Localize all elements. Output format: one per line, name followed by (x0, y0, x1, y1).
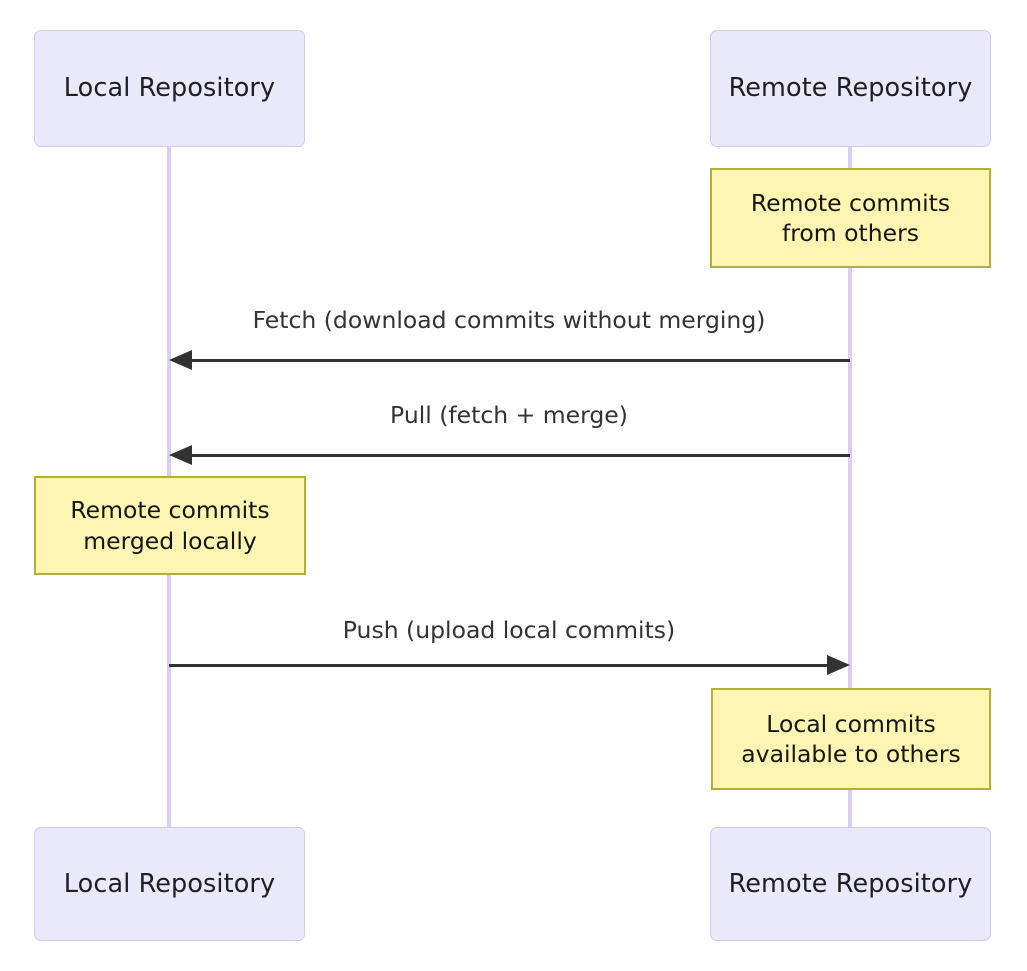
note-remote-commits-from-others: Remote commits from others (710, 168, 991, 268)
participant-local-repository-bottom[interactable]: Local Repository (34, 827, 305, 941)
participant-remote-repository-top[interactable]: Remote Repository (710, 30, 991, 147)
participant-remote-repository-bottom[interactable]: Remote Repository (710, 827, 991, 941)
arrow-head-left-icon (169, 350, 192, 370)
participant-label: Local Repository (63, 868, 276, 899)
participant-label: Remote Repository (728, 868, 973, 899)
note-remote-commits-merged-locally: Remote commits merged locally (34, 476, 306, 575)
participant-label: Remote Repository (728, 73, 973, 104)
note-local-commits-available-to-others: Local commits available to others (711, 688, 991, 790)
message-pull-label: Pull (fetch + merge) (390, 401, 628, 429)
arrow-head-left-icon (169, 445, 192, 465)
lifeline-remote-repository (848, 147, 852, 829)
message-fetch-label: Fetch (download commits without merging) (252, 306, 766, 334)
message-pull-line (192, 454, 850, 457)
message-push-line (169, 664, 827, 667)
participant-label: Local Repository (63, 73, 276, 104)
participant-local-repository-top[interactable]: Local Repository (34, 30, 305, 147)
message-push-label: Push (upload local commits) (342, 616, 676, 644)
arrow-head-right-icon (827, 655, 850, 675)
message-fetch-line (192, 359, 850, 362)
